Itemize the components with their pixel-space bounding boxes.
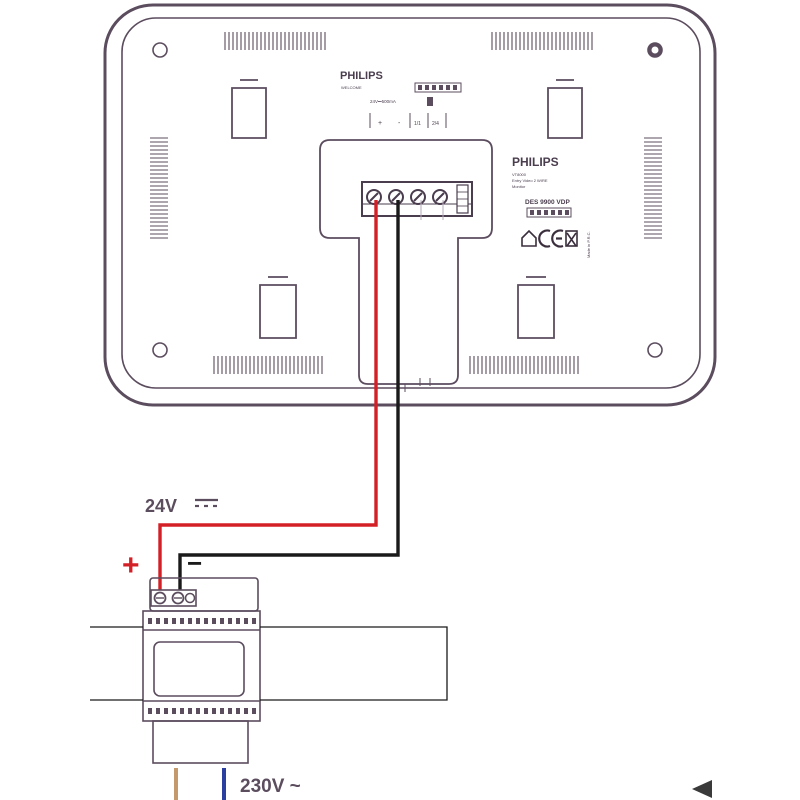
brand-label: PHILIPS — [512, 155, 559, 169]
vent-top-right — [491, 32, 593, 50]
mounting-slots — [231, 79, 583, 339]
din-rail-power-supply — [142, 577, 261, 764]
made-in-label: Made in P.R.C. — [586, 231, 591, 258]
dip-switch — [427, 97, 433, 106]
vent-bottom-right — [469, 356, 579, 374]
psu-front-window — [153, 641, 245, 697]
label-line-1: VT8000 — [512, 172, 527, 177]
label-line-3: Monitor — [512, 184, 526, 189]
house-icon — [521, 229, 537, 247]
terminal-screw-2 — [388, 189, 404, 205]
arrow-left-icon — [692, 780, 712, 798]
monitor-terminal-block — [361, 181, 473, 217]
positive-wire — [158, 200, 378, 592]
psu-output-terminals — [150, 589, 197, 607]
bus-label-1: 1/1 — [414, 121, 421, 127]
psu-body — [142, 610, 261, 722]
label-line-2: Entry Video 2 WIRE — [512, 178, 548, 183]
psu-bottom-module — [152, 720, 249, 764]
brand-top-sub: WELCOME — [341, 85, 362, 90]
ce-mark-icon — [538, 229, 564, 248]
terminal-screw-4 — [432, 189, 448, 205]
psu-screw-plus — [153, 591, 167, 605]
power-rating-label: 24V⎓500mA — [370, 99, 396, 104]
screw-hole-top-left — [152, 42, 168, 58]
weee-bin-icon — [565, 230, 578, 247]
mounting-slot-bottom-left — [259, 276, 297, 339]
brand-top: PHILIPS — [340, 70, 383, 82]
wiring — [158, 200, 444, 592]
model-label: DES 9900 VDP — [525, 199, 570, 206]
minus-symbol: − — [187, 548, 202, 578]
negative-wire — [178, 200, 400, 592]
mounting-slot-bottom-right — [517, 276, 555, 339]
psu-screw-extra — [184, 592, 196, 604]
polarity-plus-label: + — [378, 120, 382, 127]
dc-voltage-label-group: 24V — [145, 496, 218, 516]
model-connector-strip — [526, 207, 572, 218]
screw-hole-bottom-left — [152, 342, 168, 358]
vent-bottom-left — [213, 356, 323, 374]
bus-label-2: 2/4 — [432, 121, 439, 127]
mounting-slot-top-left — [231, 79, 267, 139]
plus-symbol: + — [122, 549, 140, 582]
certification-marks — [521, 229, 578, 248]
terminal-screw-3 — [410, 189, 426, 205]
mounting-slot-top-right — [547, 79, 583, 139]
monitor-back-panel: PHILIPS WELCOME 24V⎓500mA + - 1/1 2/4 — [103, 3, 717, 407]
ac-voltage-label: 230V ~ — [240, 776, 301, 797]
mains-wires — [174, 768, 226, 800]
monitor-inner-frame — [121, 17, 701, 389]
vent-top-left — [224, 32, 326, 50]
polarity-bracket — [369, 113, 447, 128]
dc-voltage-label: 24V — [145, 496, 177, 516]
polarity-minus-label: - — [398, 120, 401, 127]
screw-hole-bottom-right — [647, 342, 663, 358]
din-rail — [90, 626, 448, 701]
psu-screw-minus — [171, 591, 185, 605]
dc-symbol-icon — [195, 498, 218, 508]
top-connector-strip — [414, 82, 462, 93]
vent-right-side — [644, 137, 662, 239]
ventilation-grilles — [150, 32, 662, 374]
terminal-screw-1 — [366, 189, 382, 205]
cable-notch — [404, 378, 431, 392]
psu-vent-teeth — [148, 618, 256, 714]
vent-left-side — [150, 137, 168, 239]
